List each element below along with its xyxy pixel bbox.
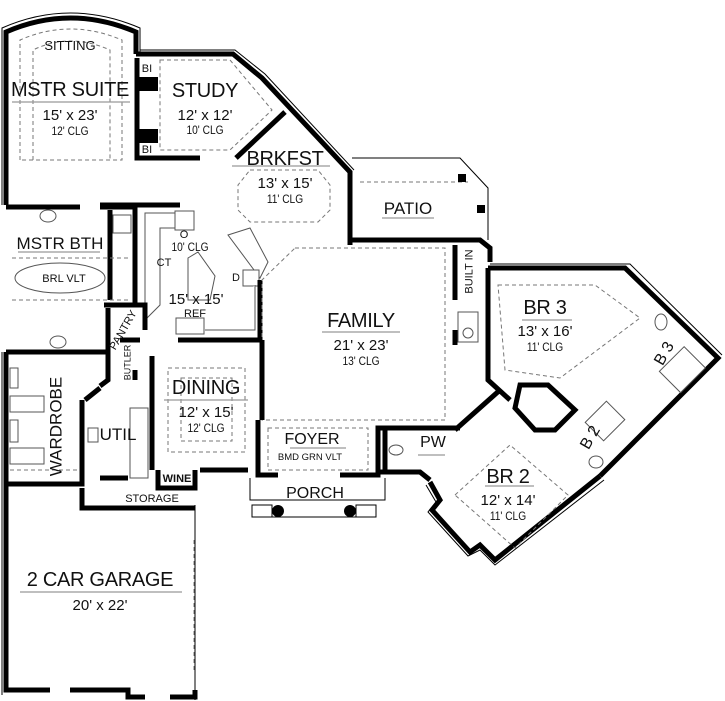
room-label-breakfast: BRKFST [246,148,324,170]
room-ceiling-breakfast: 11' CLG [266,192,304,206]
kitchen-walls [100,202,269,343]
room-ceiling-dining: 12' CLG [187,421,225,435]
room-ceiling-master-suite: 12' CLG [51,124,89,138]
room-size-master-suite: 15' x 23' [42,107,98,124]
room-size-bedroom-3: 13' x 16' [517,323,573,340]
room-label-garage: 2 CAR GARAGE [26,569,174,591]
room-label-utility: UTIL [99,425,137,444]
room-label-foyer: FOYER [284,431,340,448]
bedroom-2-walls [425,388,626,566]
garage-walls [1,508,198,700]
master-suite-walls [1,12,141,205]
room-ceiling-kitchen: 10' CLG [171,240,209,254]
pantry-butler-walls [98,308,140,388]
wardrobe-walls [1,352,85,695]
foyer-porch-walls [249,420,460,518]
room-label-wine: WINE [162,473,192,485]
room-label-dining: DINING [171,377,241,399]
room-size-study: 12' x 12' [177,107,233,124]
kitchen-cooktop-label: CT [156,257,172,269]
dining-walls [164,367,248,453]
kitchen-dishwasher-label: D [232,272,240,284]
room-ceiling-study: 10' CLG [186,123,224,137]
master-bath-walls [6,204,138,355]
utility-walls [83,356,155,481]
room-label-master-bath: MSTR BTH [16,234,104,253]
room-label-built-in-family: BUILT IN [463,249,476,294]
room-label-bedroom-2: BR 2 [486,466,530,488]
room-label-sitting: SITTING [44,38,96,53]
room-label-built-in-bottom: BI [141,144,153,156]
room-size-family: 21' x 23' [333,337,389,354]
room-size-breakfast: 13' x 15' [257,175,313,192]
room-label-study: STUDY [171,80,239,102]
study-walls [134,49,355,245]
room-label-powder: PW [420,434,446,451]
family-walls [259,245,479,421]
room-ceiling-bedroom-2: 11' CLG [489,509,527,523]
patio-outline [350,157,493,262]
room-size-bedroom-2: 12' x 14' [480,492,536,509]
room-size-dining: 12' x 15' [178,404,234,421]
room-label-butler: BUTLER [122,344,133,381]
room-label-patio: PATIO [383,199,433,218]
room-size-garage: 20' x 22' [72,597,128,614]
kitchen-oven-label: O [179,229,189,241]
room-size-kitchen: 15' x 15' [168,291,224,308]
room-ceiling-bedroom-3: 11' CLG [526,340,564,354]
breakfast-walls [232,165,331,223]
powder-walls [380,430,445,482]
room-label-wardrobe: WARDROBE [46,376,66,477]
wine-storage-walls [79,467,248,700]
room-ceiling-family: 13' CLG [342,354,380,368]
kitchen-refrigerator-label: REF [184,308,206,320]
room-label-built-in-top: BI [141,63,153,75]
foyer-ceiling-note: BMD GRN VLT [277,452,343,463]
room-label-family: FAMILY [327,310,395,332]
tub-note-master-bath: BRL VLT [42,273,86,285]
room-label-master-suite: MSTR SUITE [10,79,130,101]
room-label-porch: PORCH [286,485,344,502]
bedroom-3-walls [485,263,723,478]
room-label-storage: STORAGE [125,493,179,505]
room-label-bedroom-3: BR 3 [523,297,567,319]
